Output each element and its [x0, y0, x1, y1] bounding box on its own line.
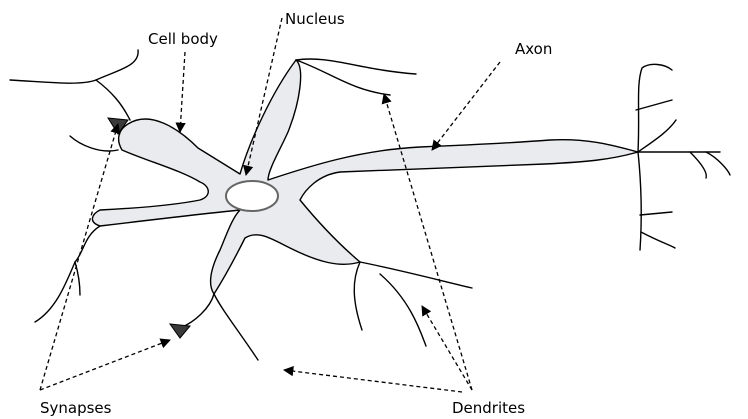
axon-label: Axon — [515, 40, 552, 58]
dendrites-label: Dendrites — [452, 399, 525, 417]
synapses-label: Synapses — [40, 399, 112, 417]
nucleus-label: Nucleus — [285, 10, 345, 28]
neuron-cell-body — [92, 60, 638, 294]
axon-terminal-branches — [636, 64, 730, 250]
cell-body-label: Cell body — [148, 30, 218, 48]
synapse-lower — [170, 324, 190, 338]
nucleus-ellipse — [226, 181, 278, 211]
